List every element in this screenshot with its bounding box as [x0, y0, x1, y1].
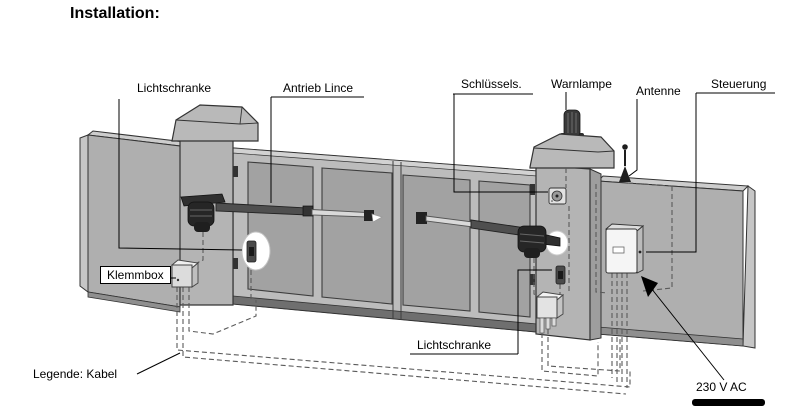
left-wall	[79, 130, 187, 313]
klemmbox-left	[170, 259, 200, 288]
gate-hinge	[530, 184, 535, 195]
label-230vac: 230 V AC	[696, 380, 747, 394]
label-schluessels: Schlüssels.	[461, 77, 522, 91]
label-klemmbox: Klemmbox	[100, 266, 171, 284]
leader-lines	[118, 92, 775, 375]
gate-hinge	[233, 258, 238, 269]
gate-panel	[478, 180, 531, 318]
label-lichtschranke-top: Lichtschranke	[137, 81, 212, 95]
gate-panel	[321, 167, 393, 305]
actuator-left	[180, 193, 383, 232]
photocell-left	[241, 231, 271, 271]
actuator-right	[416, 212, 569, 258]
label-legende-kabel: Legende: Kabel	[33, 367, 118, 381]
gate-hinge	[233, 166, 238, 177]
label-warnlampe: Warnlampe	[551, 77, 612, 91]
page-title: Installation:	[70, 5, 160, 22]
antenna	[619, 144, 631, 182]
photocell-right	[555, 265, 566, 285]
label-antenne: Antenne	[636, 84, 681, 98]
gate-panel	[247, 161, 314, 297]
gate	[232, 147, 538, 333]
label-antrieb-lince: Antrieb Lince	[283, 81, 354, 95]
gate-hinge	[530, 274, 535, 285]
ground-cables	[176, 273, 631, 395]
gate-panel	[402, 174, 471, 312]
key-switch	[548, 187, 567, 205]
label-lichtschranke-bottom: Lichtschranke	[417, 338, 492, 352]
control-box	[604, 223, 645, 274]
power-arrow	[641, 276, 725, 381]
klemmbox-right	[535, 291, 565, 334]
power-underline-bar	[692, 399, 765, 406]
label-steuerung: Steuerung	[711, 77, 767, 91]
